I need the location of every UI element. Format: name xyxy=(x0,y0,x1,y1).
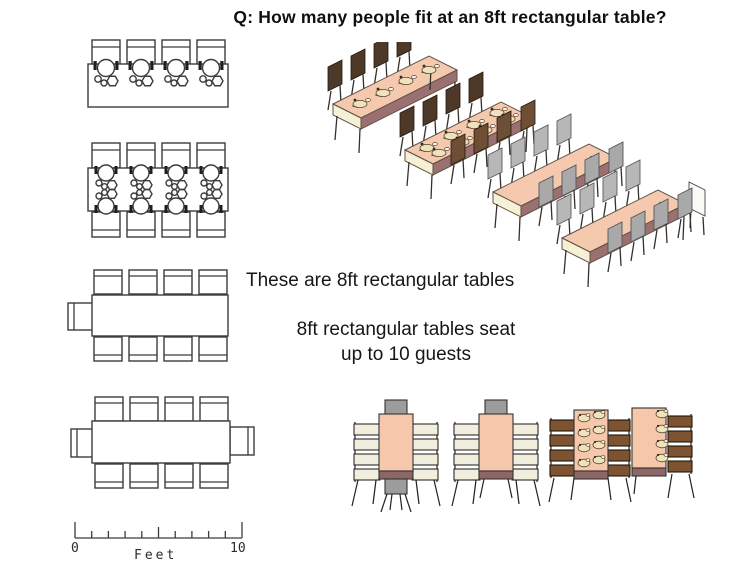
chair xyxy=(511,468,539,481)
page-title: Q: How many people fit at an 8ft rectang… xyxy=(233,7,667,27)
table-top xyxy=(91,294,229,337)
chair xyxy=(677,187,693,239)
chair xyxy=(549,419,577,432)
chair xyxy=(198,269,228,295)
chair xyxy=(129,463,159,489)
chair xyxy=(630,210,646,262)
chair xyxy=(453,453,481,466)
table xyxy=(378,413,414,472)
chair xyxy=(411,453,439,466)
place-setting xyxy=(577,428,591,438)
chair xyxy=(453,423,481,436)
chair xyxy=(67,302,94,331)
top-view-table-2 xyxy=(451,399,541,507)
chair xyxy=(667,430,693,443)
chair xyxy=(94,463,124,489)
chair xyxy=(199,396,229,422)
plan-table-8-seats-figure xyxy=(87,142,229,238)
top-view-table-4 xyxy=(631,407,695,499)
chair xyxy=(353,453,381,466)
chair xyxy=(453,438,481,451)
place-setting xyxy=(592,410,606,420)
chair xyxy=(91,142,121,169)
chair xyxy=(128,336,158,362)
perspective-tables-figure xyxy=(327,42,706,288)
scale-ruler: 0 10 Feet xyxy=(71,522,246,562)
place-setting xyxy=(655,409,669,419)
chair xyxy=(93,336,123,362)
place-setting xyxy=(655,424,669,434)
table-edge xyxy=(631,467,667,477)
chair xyxy=(93,269,123,295)
plan-table-10-seats-figure xyxy=(70,396,255,489)
chair xyxy=(163,269,193,295)
ruler-end-label: 10 xyxy=(230,541,246,556)
caption-seating-line1: 8ft rectangular tables seat xyxy=(296,319,516,340)
chair xyxy=(161,211,191,238)
table xyxy=(478,413,514,472)
chair xyxy=(91,211,121,238)
chair xyxy=(384,478,408,495)
chair xyxy=(161,142,191,169)
chair-row-top xyxy=(91,142,226,169)
chair xyxy=(199,463,229,489)
chair xyxy=(198,336,228,362)
chair xyxy=(667,445,693,458)
chair xyxy=(607,221,623,273)
chair xyxy=(353,423,381,436)
chair xyxy=(667,415,693,428)
top-view-table-1 xyxy=(351,399,441,513)
chair xyxy=(511,453,539,466)
chair-row-bottom xyxy=(91,211,226,238)
chair xyxy=(411,423,439,436)
chair xyxy=(473,122,489,174)
place-setting xyxy=(577,413,591,423)
chair xyxy=(549,449,577,462)
chair xyxy=(129,396,159,422)
ruler-unit-label: Feet xyxy=(134,548,177,562)
top-view-tables-figure xyxy=(351,399,695,513)
chair xyxy=(667,460,693,473)
chair xyxy=(538,175,554,227)
chair xyxy=(511,423,539,436)
place-setting xyxy=(577,443,591,453)
ruler-start-label: 0 xyxy=(71,541,79,556)
chair xyxy=(128,269,158,295)
chair xyxy=(164,396,194,422)
chair xyxy=(411,468,439,481)
table-edge xyxy=(378,470,414,480)
chair xyxy=(549,434,577,447)
chair xyxy=(453,468,481,481)
chair xyxy=(126,211,156,238)
place-setting xyxy=(577,458,591,468)
plan-table-9-seats-figure xyxy=(67,269,229,362)
plan-table-4-seats-figure xyxy=(87,39,229,108)
table-edge xyxy=(573,470,609,480)
chair xyxy=(450,133,466,185)
chair xyxy=(653,198,669,250)
table-top xyxy=(91,420,231,464)
place-setting xyxy=(592,455,606,465)
top-view-table-3 xyxy=(548,409,632,503)
chair xyxy=(196,211,226,238)
place-setting xyxy=(655,439,669,449)
place-setting xyxy=(655,453,669,463)
table-edge xyxy=(478,470,514,480)
chair xyxy=(196,142,226,169)
chair xyxy=(164,463,194,489)
caption-seating-line2: up to 10 guests xyxy=(341,344,471,365)
chair xyxy=(126,142,156,169)
chair xyxy=(511,438,539,451)
chair xyxy=(163,336,193,362)
chair xyxy=(353,468,381,481)
place-setting xyxy=(592,425,606,435)
chair xyxy=(353,438,381,451)
chair xyxy=(549,464,577,477)
caption-seating: 8ft rectangular tables seat up to 10 gue… xyxy=(250,317,562,367)
chair xyxy=(411,438,439,451)
chair xyxy=(94,396,124,422)
place-setting xyxy=(592,440,606,450)
chair xyxy=(229,426,255,456)
caption-statement: These are 8ft rectangular tables xyxy=(246,270,515,291)
